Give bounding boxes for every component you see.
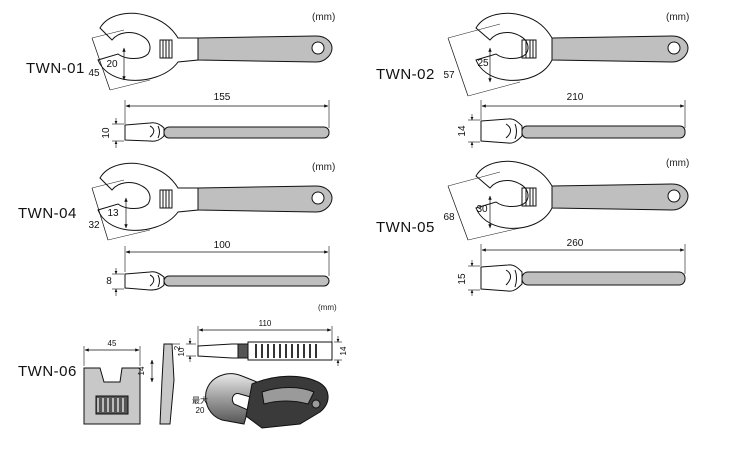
twn05-thickness-label: 15 xyxy=(457,273,468,285)
twn02-side-view xyxy=(468,100,686,148)
twn04-head-outline xyxy=(97,162,199,231)
twn06-model-label: TWN-06 xyxy=(18,363,77,380)
twn04-front-view xyxy=(91,162,333,241)
twn01-worm-gear xyxy=(159,39,173,59)
twn02-jaw-label: 25 xyxy=(477,58,489,69)
twn04-thickness-label: 8 xyxy=(106,276,112,287)
twn04-unit-label: (mm) xyxy=(312,162,336,173)
twn02-head-outline xyxy=(475,12,553,81)
twn04-hang-hole xyxy=(311,191,325,205)
twn01-handle xyxy=(197,35,333,63)
twn05-model-label: TWN-05 xyxy=(376,219,435,236)
twn05-unit-label: (mm) xyxy=(666,158,690,169)
twn06-side-photo xyxy=(159,343,180,425)
twn05-front-view xyxy=(447,160,689,241)
twn06-top-handle xyxy=(247,341,333,361)
twn02-thickness-label: 14 xyxy=(457,125,468,137)
twn04-handle xyxy=(197,185,333,213)
twn06-thickness-label: 10 xyxy=(177,347,186,356)
twn01-side-head xyxy=(124,122,165,142)
twn06-top-view xyxy=(186,326,342,366)
twn02-worm-gear xyxy=(521,39,537,59)
twn05-side-head xyxy=(480,264,523,292)
twn05-handle xyxy=(551,183,689,211)
twn06-unit-label: (mm) xyxy=(318,303,337,312)
twn06-height-label: 14 xyxy=(339,346,348,355)
twn01-model-label: TWN-01 xyxy=(26,60,85,77)
twn04-head-label: 32 xyxy=(88,220,100,231)
twn02-head-label: 57 xyxy=(443,70,455,81)
twn05-head-outline xyxy=(475,160,553,229)
twn02-length-label: 210 xyxy=(567,92,584,103)
twn01-head-outline xyxy=(97,12,199,81)
twn05-side-view xyxy=(468,244,686,296)
twn05-hang-hole xyxy=(667,189,681,203)
twn04-side-handle xyxy=(163,275,330,287)
twn06-perspective-photo xyxy=(205,373,329,429)
twn06-side-body xyxy=(159,343,175,425)
twn02-unit-label: (mm) xyxy=(666,12,690,23)
twn02-handle xyxy=(551,35,689,63)
twn06-jaw-depth-label: 14 xyxy=(137,366,146,375)
twn06-top-head xyxy=(197,343,241,359)
twn04-side-view xyxy=(112,246,330,296)
twn06-front-photo xyxy=(83,346,154,425)
twn02-hang-hole xyxy=(667,41,681,55)
twn01-side-view xyxy=(112,100,330,148)
twn01-thickness-label: 10 xyxy=(101,127,112,139)
twn05-jaw-label: 30 xyxy=(476,204,488,215)
twn02-side-head xyxy=(480,118,523,144)
twn02-model-label: TWN-02 xyxy=(376,66,435,83)
twn01-head-label: 45 xyxy=(88,68,100,79)
twn01-side-handle xyxy=(163,126,330,139)
twn02-side-handle xyxy=(521,125,686,139)
twn01-length-label: 155 xyxy=(214,92,231,103)
twn05-side-handle xyxy=(521,271,686,286)
twn06-tip-label: 2 xyxy=(173,345,182,350)
twn05-length-label: 260 xyxy=(567,238,584,249)
twn01-hang-hole xyxy=(311,41,325,55)
twn04-model-label: TWN-04 xyxy=(18,205,77,222)
twn06-max-label: 最大 xyxy=(192,395,208,405)
twn06-length-label: 110 xyxy=(259,319,272,328)
twn06-head-width-label: 45 xyxy=(108,339,117,348)
twn05-worm-gear xyxy=(521,187,537,207)
twn04-length-label: 100 xyxy=(214,240,231,251)
twn05-head-label: 68 xyxy=(443,212,455,223)
twn01-unit-label: (mm) xyxy=(312,12,336,23)
twn02-front-view xyxy=(447,12,689,97)
twn04-jaw-label: 13 xyxy=(107,208,119,219)
twn04-worm-gear xyxy=(159,189,173,209)
twn01-front-view xyxy=(91,12,333,91)
twn04-side-head xyxy=(124,271,165,291)
twn06-max-value: 20 xyxy=(196,406,205,415)
twn01-jaw-label: 20 xyxy=(106,59,118,70)
twn06-photo-head xyxy=(205,373,263,425)
twn06-photo-handle xyxy=(245,375,329,429)
